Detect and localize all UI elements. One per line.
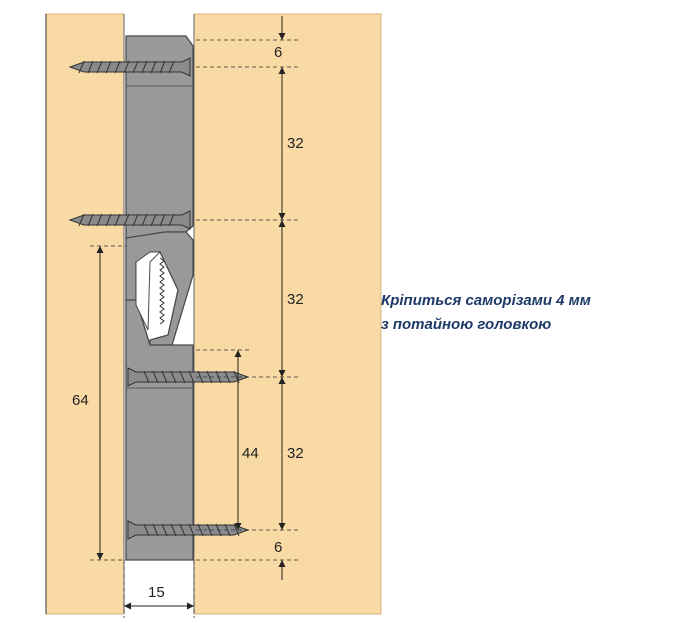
- note-line-1: Кріпиться саморізами 4 мм: [381, 292, 591, 309]
- screw-bottom-2: [127, 520, 250, 540]
- dim-slot-height: 64: [72, 392, 89, 409]
- extension-lines: [90, 39, 300, 618]
- dim-top-offset: 6: [274, 44, 282, 61]
- screw-top-1: [68, 57, 191, 77]
- dim-bottom-offset: 6: [274, 539, 282, 556]
- dim-rail-width: 15: [148, 584, 165, 601]
- mounting-note: Кріпиться саморізами 4 мм з потайною гол…: [381, 289, 671, 337]
- dim-hole-spacing-lower: 32: [287, 445, 304, 462]
- right-wood-board: [193, 13, 382, 615]
- screw-top-2: [68, 210, 191, 230]
- left-wood-board: [45, 13, 125, 615]
- dimension-lines: [96, 16, 286, 610]
- note-line-2: з потайною головкою: [381, 316, 552, 333]
- screws-group: [68, 57, 250, 540]
- dim-screw-spacing: 44: [242, 445, 259, 462]
- hook-serration: [159, 257, 165, 325]
- dim-hole-spacing-upper: 32: [287, 135, 304, 152]
- hook-notch: [135, 251, 162, 331]
- dim-hole-spacing-middle: 32: [287, 291, 304, 308]
